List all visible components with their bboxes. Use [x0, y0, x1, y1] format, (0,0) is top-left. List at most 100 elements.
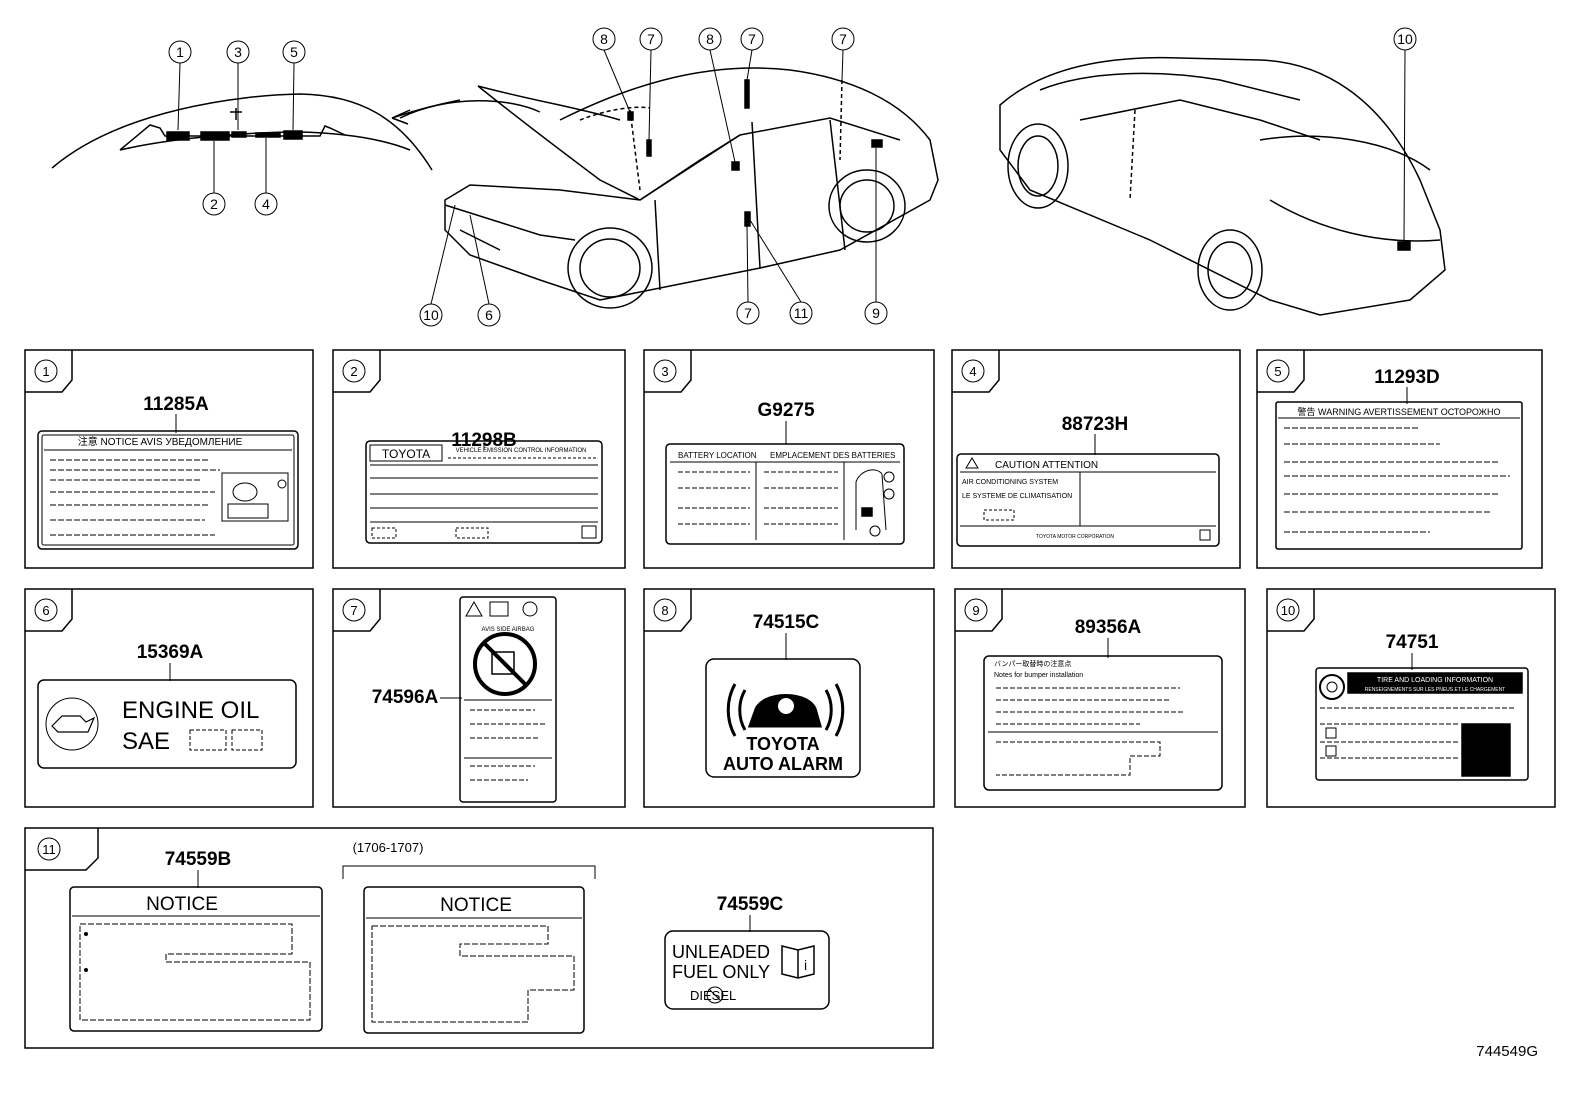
panel-9-number: 9: [972, 603, 979, 618]
callout-9: 9: [864, 148, 888, 325]
label-G9275-header-right: EMPLACEMENT DES BATTERIES: [770, 451, 896, 460]
label-74559B-left: NOTICE: [69, 886, 323, 1032]
panel-3: 3 G9275 BATTERY LOCATION EMPLACEMENT DES…: [643, 349, 935, 569]
label-88723H: CAUTION ATTENTION AIR CONDITIONING SYSTE…: [956, 453, 1220, 547]
panel-11-number: 11: [42, 842, 56, 857]
label-74559B-left-title: NOTICE: [146, 894, 218, 915]
callout-1-label: 1: [176, 44, 184, 60]
label-4-marker: [255, 132, 281, 138]
front-car-illustration: [444, 67, 939, 309]
callout-3-label: 3: [234, 44, 242, 60]
label-74751: TIRE AND LOADING INFORMATION RENSEIGNEME…: [1315, 667, 1529, 781]
label-88723H-line1: AIR CONDITIONING SYSTEM: [962, 479, 1058, 486]
tire-icon: [1319, 674, 1345, 700]
panel-4-part-number: 88723H: [1062, 414, 1129, 435]
panel-1-part-number: 11285A: [143, 394, 209, 415]
panel-11-date-range: (1706-1707): [353, 840, 424, 855]
callout-7c: 7: [831, 27, 855, 81]
svg-text:7: 7: [647, 31, 655, 47]
label-74515C-line1: TOYOTA: [746, 734, 819, 754]
label-5-marker: [283, 130, 303, 140]
engine-bay-detail: [51, 93, 541, 171]
label-11293D-header: 警告 WARNING AVERTISSEMENT ОСТОРОЖНО: [1298, 406, 1501, 417]
label-89356A: バンパー取替時の注意点 Notes for bumper installatio…: [983, 655, 1223, 791]
panel-8-part-number: 74515C: [753, 612, 820, 633]
svg-text:7: 7: [744, 305, 752, 321]
label-G9275: BATTERY LOCATION EMPLACEMENT DES BATTERI…: [665, 443, 905, 545]
label-88723H-line2: LE SYSTEME DE CLIMATISATION: [962, 493, 1072, 500]
panel-6-number: 6: [42, 603, 49, 618]
label-1-marker: [166, 131, 190, 141]
label-74515C-line2: AUTO ALARM: [723, 754, 843, 774]
label-G9275-header-left: BATTERY LOCATION: [678, 451, 757, 460]
panel-1: 1 11285A 注意 NOTICE AVIS УВЕДОМЛЕНИЕ: [24, 349, 314, 569]
diagram-id: 744549G: [1476, 1043, 1538, 1060]
panel-2-number: 2: [350, 364, 357, 379]
panel-5-number: 5: [1274, 364, 1281, 379]
callout-10-front: 10: [419, 204, 456, 327]
svg-text:11: 11: [794, 305, 809, 321]
panel-1-number: 1: [42, 364, 49, 379]
callout-7a: 7: [639, 27, 663, 141]
manual-book-icon: [489, 601, 509, 617]
label-89356A-line2: Notes for bumper installation: [994, 672, 1083, 679]
svg-text:7: 7: [748, 31, 756, 47]
callouts: 1 3 5 2 4 8 7 8 7 7 10 6 7 11 9 10: [168, 27, 1417, 327]
overview-illustrations: 1 3 5 2 4 8 7 8 7 7 10 6 7 11 9 10: [51, 27, 1446, 327]
label-11298B-info: VEHICLE EMISSION CONTROL INFORMATION: [456, 448, 587, 454]
callout-3: 3: [226, 40, 250, 130]
label-74751-line1: TIRE AND LOADING INFORMATION: [1377, 677, 1493, 684]
label-74515C: TOYOTA AUTO ALARM: [705, 658, 861, 778]
label-11285A-header: 注意 NOTICE AVIS УВЕДОМЛЕНИЕ: [78, 435, 243, 448]
callout-5-label: 5: [290, 44, 298, 60]
svg-text:10: 10: [1397, 31, 1413, 47]
label-74559B-right-title: NOTICE: [440, 895, 512, 916]
svg-text:8: 8: [600, 31, 608, 47]
alarm-car-icon: [726, 683, 845, 737]
panel-7-part-number: 74596A: [372, 687, 439, 708]
callout-8a: 8: [592, 27, 631, 113]
panel-5: 5 11293D 警告 WARNING AVERTISSEMENT ОСТОРО…: [1256, 349, 1543, 569]
panel-8: 8 74515C TOYOTA AUTO ALARM: [643, 588, 935, 808]
panel-7-number: 7: [350, 603, 357, 618]
oil-can-icon: [51, 715, 96, 733]
callout-7b: 7: [740, 27, 764, 81]
manual-book-icon: [781, 945, 815, 979]
label-15369A-line2: SAE: [122, 728, 170, 755]
svg-text:9: 9: [872, 305, 880, 321]
panel-10-part-number: 74751: [1386, 632, 1439, 653]
panel-8-number: 8: [661, 603, 668, 618]
panel-9: 9 89356A バンパー取替時の注意点 Notes for bumper in…: [954, 588, 1246, 808]
callout-4: 4: [254, 138, 278, 216]
svg-text:6: 6: [485, 307, 493, 323]
panel-4: 4 88723H CAUTION ATTENTION AIR CONDITION…: [951, 349, 1241, 569]
label-10-marker: [1397, 241, 1411, 251]
label-74559B-right: NOTICE: [363, 886, 585, 1034]
label-74559C-line2: FUEL ONLY: [672, 962, 770, 982]
callout-5: 5: [282, 40, 306, 131]
label-11298B: TOYOTA VEHICLE EMISSION CONTROL INFORMAT…: [365, 440, 603, 544]
label-89356A-line1: バンパー取替時の注意点: [994, 659, 1071, 668]
callout-4-label: 4: [262, 196, 270, 212]
callout-10-rear: 10: [1393, 27, 1417, 243]
warning-triangle-icon: [465, 600, 483, 617]
panel-3-number: 3: [661, 364, 668, 379]
panel-3-part-number: G9275: [757, 400, 814, 421]
panel-4-number: 4: [969, 364, 976, 379]
panel-5-part-number: 11293D: [1374, 367, 1440, 388]
label-88723H-header: CAUTION ATTENTION: [995, 460, 1098, 471]
label-88723H-footer: TOYOTA MOTOR CORPORATION: [1036, 534, 1114, 540]
no-child-seat-icon: [473, 632, 537, 696]
callout-1: 1: [168, 40, 192, 131]
panel-6: 6 15369A ENGINE OIL SAE: [24, 588, 314, 808]
label-74559C: UNLEADED FUEL ONLY DIESEL i: [664, 930, 830, 1010]
panel-2: 2 11298B TOYOTA VEHICLE EMISSION CONTROL…: [332, 349, 626, 569]
label-74559C-diesel: DIESEL: [690, 988, 736, 1003]
panel-11-part-74559B: 74559B: [165, 849, 232, 870]
label-2-marker: [200, 131, 230, 141]
callout-2: 2: [202, 141, 226, 216]
svg-text:i: i: [804, 957, 807, 973]
label-11285A: 注意 NOTICE AVIS УВЕДОМЛЕНИЕ: [37, 430, 299, 550]
svg-text:8: 8: [706, 31, 714, 47]
